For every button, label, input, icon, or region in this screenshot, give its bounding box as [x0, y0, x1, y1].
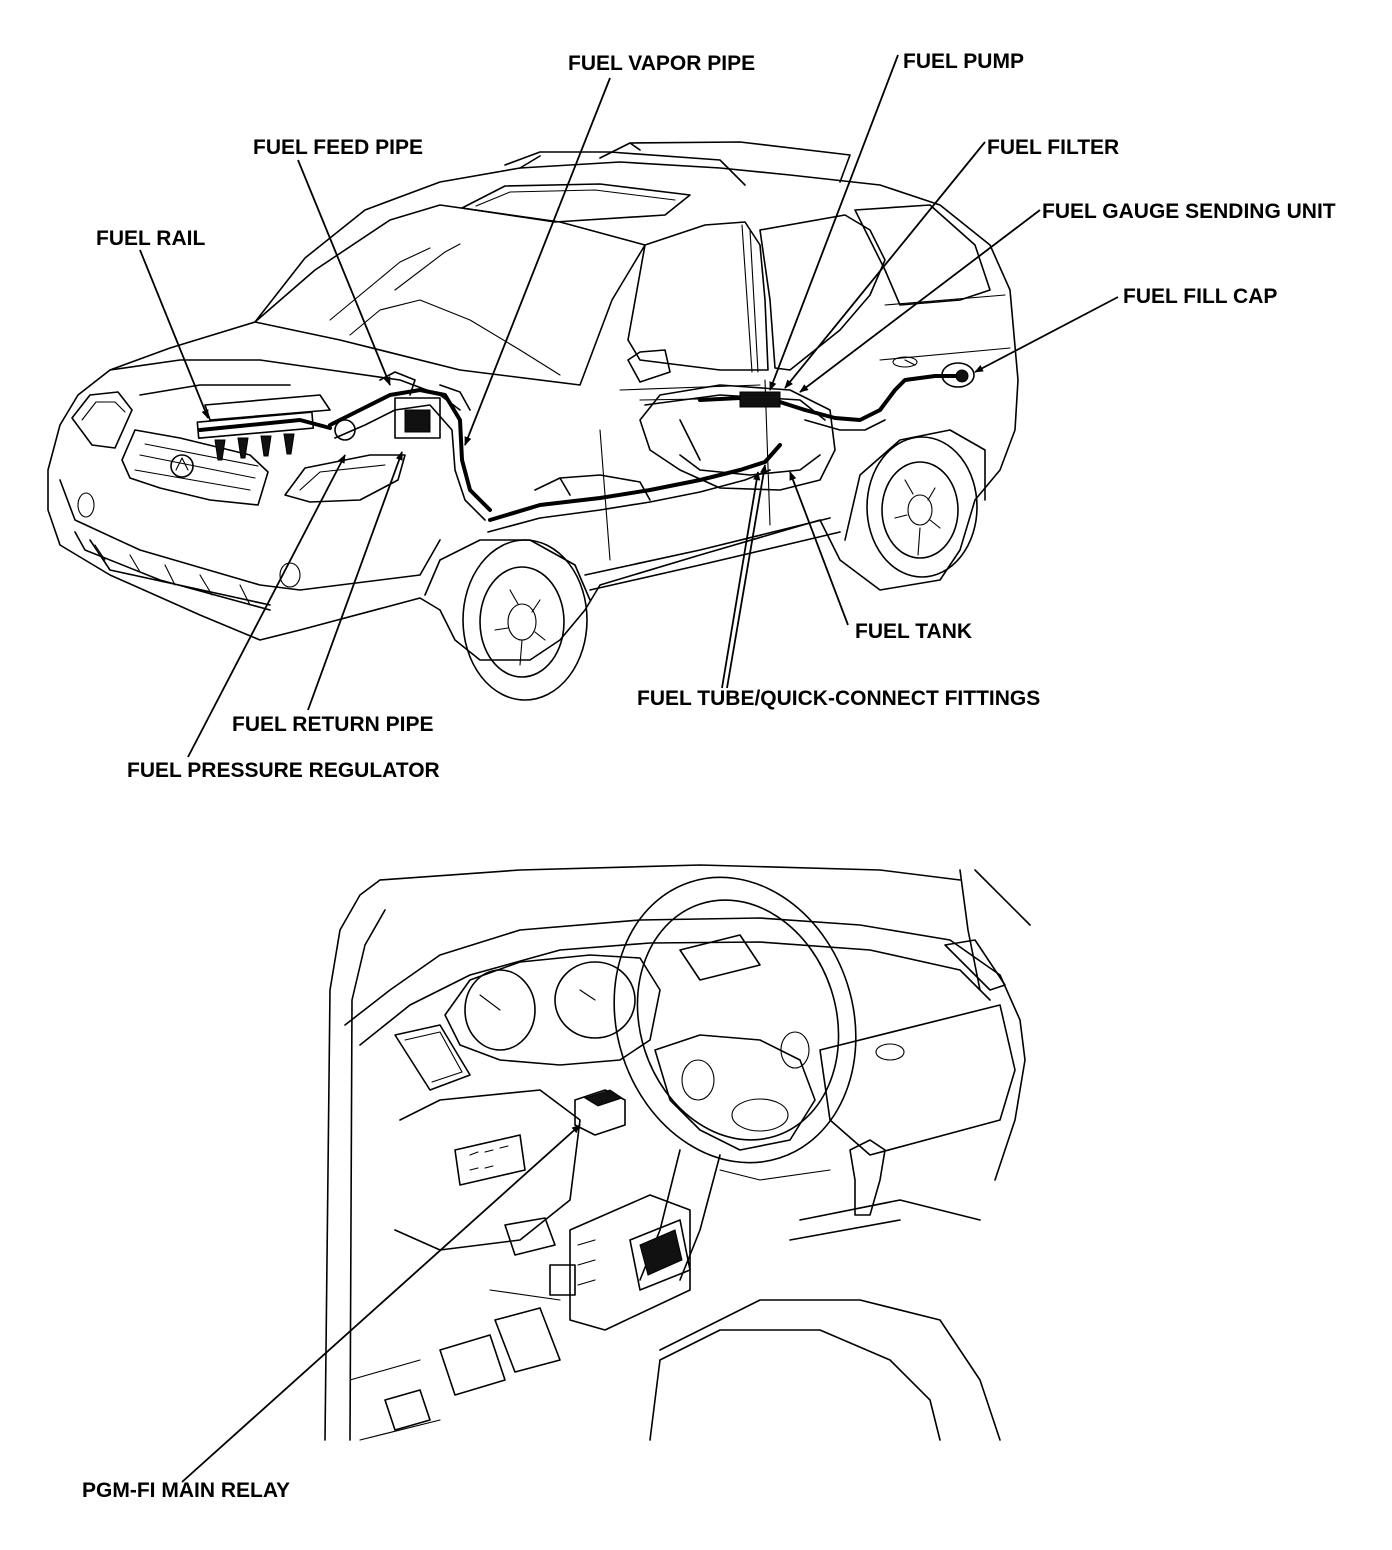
leader-fuel-pressure-regulator: [187, 454, 346, 758]
rear-door-window: [759, 214, 886, 371]
emblem: [170, 454, 194, 478]
label-fuel-feed-pipe: FUEL FEED PIPE: [253, 136, 423, 159]
fuel-rail-assembly: [196, 394, 332, 461]
vehicle-body-outline: [47, 161, 1019, 661]
leader-lines: [139, 54, 1119, 1483]
sunroof: [461, 183, 691, 223]
windshield: [254, 204, 646, 386]
rear-wheel-arch: [844, 429, 986, 541]
steering-wheel: [613, 876, 857, 1164]
label-fuel-pressure-regulator: FUEL PRESSURE REGULATOR: [127, 759, 440, 782]
instrument-cluster: [444, 954, 661, 1066]
front-wheel: [462, 539, 588, 701]
windshield-frame: [379, 864, 1031, 991]
leader-fuel-tube-fittings: [721, 471, 761, 689]
label-fuel-gauge-sending-unit: FUEL GAUGE SENDING UNIT: [1042, 200, 1336, 223]
center-console: [659, 1299, 1001, 1441]
leader-fuel-rail: [139, 249, 209, 419]
front-door-window: [627, 221, 769, 371]
leader-fuel-tank: [789, 471, 849, 626]
rear-wheel: [866, 436, 978, 578]
label-fuel-fill-cap: FUEL FILL CAP: [1123, 285, 1277, 308]
fuel-components: [196, 371, 957, 533]
leader-fuel-pump: [769, 54, 899, 391]
driver-seat: [649, 1329, 941, 1441]
engine-bay-fuel-lines: [328, 371, 492, 521]
front-wheel-arch: [424, 539, 591, 601]
dashboard: [344, 917, 1026, 1181]
hood: [109, 359, 461, 411]
label-fuel-filter: FUEL FILTER: [987, 136, 1119, 159]
label-fuel-tube-fittings: FUEL TUBE/QUICK-CONNECT FITTINGS: [637, 687, 1040, 710]
fuel-tank-assembly: [639, 374, 957, 491]
rear-quarter-window: [854, 204, 991, 306]
left-headlight: [71, 391, 133, 449]
cabin-illustration: [324, 864, 1031, 1441]
callout-labels: FUEL VAPOR PIPE FUEL PUMP FUEL FEED PIPE…: [82, 50, 1336, 1502]
grille: [121, 429, 269, 506]
label-fuel-rail: FUEL RAIL: [96, 227, 205, 250]
switch-panel: [454, 1134, 526, 1186]
label-pgm-fi-main-relay: PGM-FI MAIN RELAY: [82, 1479, 290, 1502]
label-fuel-vapor-pipe: FUEL VAPOR PIPE: [568, 52, 755, 75]
leader-fuel-fill-cap: [974, 296, 1119, 373]
center-vent: [679, 934, 761, 981]
right-headlight: [284, 454, 406, 503]
accelerator-pedal: [494, 1307, 561, 1373]
control-module: [504, 1194, 691, 1331]
leader-fuel-filter: [784, 141, 986, 389]
label-fuel-pump: FUEL PUMP: [903, 50, 1024, 73]
roof-rail: [504, 151, 746, 186]
leader-fuel-gauge-sending-unit: [799, 209, 1041, 393]
right-vent: [944, 939, 1006, 991]
left-vent: [394, 1024, 471, 1091]
leader-fuel-return-pipe: [307, 451, 403, 711]
front-bumper: [59, 479, 441, 591]
rocker-panel: [584, 517, 841, 591]
vehicle-illustration: [47, 141, 1019, 701]
side-mirror: [627, 349, 671, 383]
a-pillar: [324, 879, 386, 1441]
pgm-fi-main-relay-component: [574, 1089, 626, 1136]
leader-pgm-fi-main-relay: [181, 1124, 581, 1483]
brake-pedal: [439, 1334, 506, 1396]
shift-lever: [849, 1139, 886, 1216]
leader-fuel-vapor-pipe: [464, 77, 611, 446]
roof-rail: [599, 141, 851, 183]
leader-fuel-tube-fittings-2: [726, 464, 768, 689]
label-fuel-tank: FUEL TANK: [855, 620, 972, 643]
label-fuel-return-pipe: FUEL RETURN PIPE: [232, 713, 433, 736]
underbody-fuel-lines: [488, 443, 782, 522]
leader-fuel-feed-pipe: [297, 159, 391, 386]
